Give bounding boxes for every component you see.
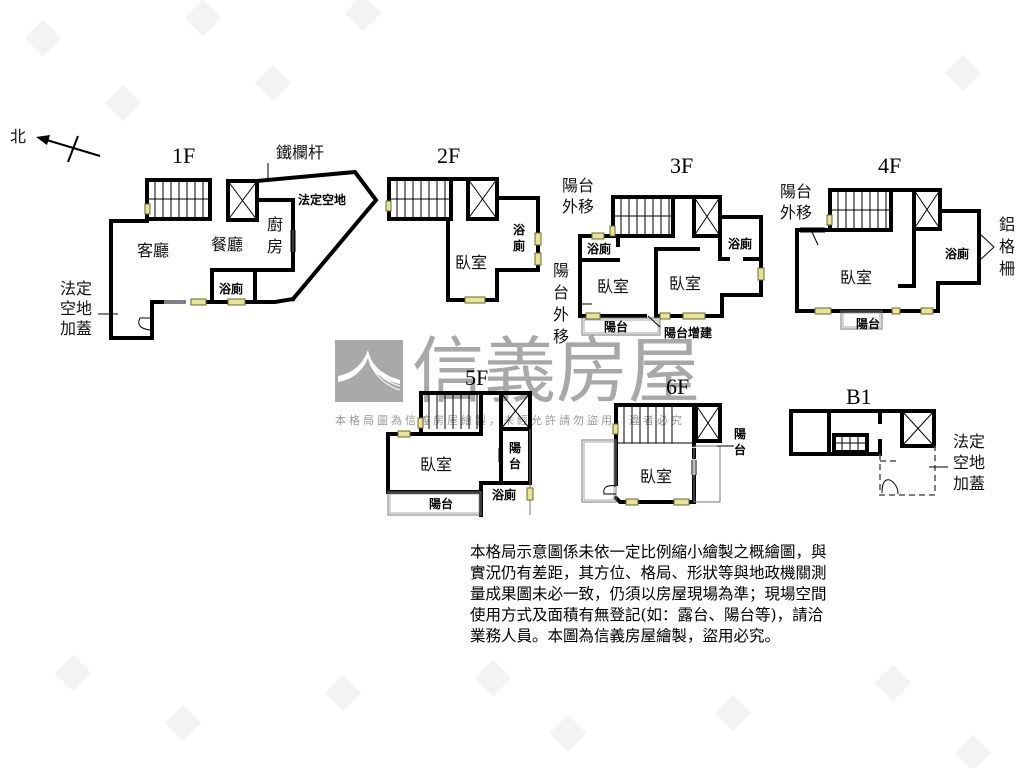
- floor-title-b1: B1: [846, 384, 872, 409]
- brand-watermark-text: 信義房屋: [412, 329, 700, 413]
- legal-space-label-1f: 法定空地: [298, 192, 346, 207]
- floor-title-3f: 3F: [670, 153, 693, 178]
- balcony-moved-side-3f-d: 移: [553, 327, 569, 346]
- floor-1f: 1F 客廳 餐廳 廚 房 浴廁 法定空地 鐵欄杆 法定 空地: [60, 143, 379, 340]
- room-balcony-bottom-5f: 陽台: [429, 496, 453, 511]
- room-dining-1f: 餐廳: [211, 235, 243, 254]
- room-bedroom-2f: 臥室: [455, 253, 487, 272]
- room-balcony-side-5f-a: 陽: [509, 441, 521, 455]
- extension-label-1f-a: 法定: [60, 279, 92, 298]
- floor-5f: 5F 臥室 陽 台 陽台 浴廁: [386, 365, 534, 517]
- room-balcony-4f: 陽台: [856, 316, 880, 331]
- aluminum-grille-label-4f-c: 柵: [999, 259, 1015, 278]
- room-bath-5f: 浴廁: [492, 487, 516, 502]
- balcony-moved-side-3f-b: 台: [553, 283, 569, 302]
- room-living-1f: 客廳: [137, 241, 169, 260]
- room-bath-2f-b: 廁: [513, 238, 525, 253]
- room-bath-3f-right: 浴廁: [728, 236, 752, 251]
- room-kitchen-1f-b: 房: [267, 237, 283, 256]
- extension-label-1f-c: 加蓋: [60, 319, 92, 338]
- extension-label-b1-a: 法定: [953, 432, 985, 451]
- room-balcony-3f: 陽台: [604, 319, 628, 334]
- balcony-moved-side-3f-c: 外: [553, 305, 569, 324]
- balcony-label-6f-b: 台: [734, 442, 746, 457]
- disclaimer-line: 實況仍有差距，其方位、格局、形狀等與地政機關測: [470, 564, 827, 582]
- disclaimer-line: 量成果圖未必一致，仍須以房屋現場為準；現場空間: [470, 585, 827, 603]
- floor-title-2f: 2F: [437, 143, 460, 168]
- floor-2f: 2F 臥室 浴 廁: [385, 143, 542, 304]
- floor-3f: 3F 浴廁 浴廁 臥室 臥室 陽台 陽台 外移 陽 台 外 移 陽台增建: [553, 153, 765, 346]
- disclaimer-text: 本格局示意圖係未依一定比例縮小繪製之概繪圖，與 實況仍有差距，其方位、格局、形狀…: [470, 542, 870, 647]
- floor-6f: 6F 臥室 陽 台: [581, 374, 746, 506]
- floor-title-1f: 1F: [172, 143, 195, 168]
- extension-label-1f-b: 空地: [60, 299, 92, 318]
- room-bath-4f: 浴廁: [945, 246, 969, 261]
- room-bedroom-3f-left: 臥室: [597, 277, 629, 296]
- background-watermark-pattern: [24, 0, 992, 768]
- aluminum-grille-label-4f-b: 格: [999, 237, 1015, 256]
- floor-4f: 4F 臥室 浴廁 陽台 陽台 外移 鋁 格 柵: [780, 153, 1015, 331]
- railing-label-1f: 鐵欄杆: [276, 143, 324, 162]
- room-bath-2f-a: 浴: [513, 222, 526, 237]
- balcony-moved-side-3f-a: 陽: [553, 261, 569, 280]
- room-balcony-side-5f-b: 台: [509, 456, 521, 471]
- sinyi-logo-icon: [335, 340, 403, 402]
- north-label: 北: [10, 127, 26, 146]
- aluminum-grille-label-4f-a: 鋁: [999, 215, 1015, 234]
- balcony-addition-label-3f: 陽台增建: [664, 325, 713, 340]
- balcony-moved-label-3f-b: 外移: [562, 197, 594, 216]
- disclaimer-line: 業務人員。本圖為信義房屋繪製，盜用必究。: [470, 627, 781, 645]
- floor-title-5f: 5F: [465, 365, 488, 390]
- room-bath-3f-left: 浴廁: [587, 241, 611, 256]
- floor-title-4f: 4F: [878, 153, 901, 178]
- balcony-label-6f-a: 陽: [734, 427, 746, 441]
- balcony-moved-label-3f-a: 陽台: [562, 176, 594, 195]
- disclaimer-line: 本格局示意圖係未依一定比例縮小繪製之概繪圖，與: [470, 543, 827, 561]
- floor-b1: B1 法定 空地 加蓋: [789, 384, 985, 496]
- room-bedroom-5f: 臥室: [420, 455, 452, 474]
- north-arrow-icon: 北: [10, 127, 101, 163]
- balcony-moved-label-4f-a: 陽台: [780, 182, 812, 201]
- disclaimer-line: 使用方式及面積有無登記(如：露台、陽台等)，請洽: [470, 606, 824, 624]
- room-bath-1f: 浴廁: [219, 281, 243, 296]
- extension-label-b1-b: 空地: [953, 453, 985, 472]
- room-bedroom-4f: 臥室: [840, 268, 872, 287]
- floor-title-6f: 6F: [666, 374, 689, 399]
- balcony-moved-label-4f-b: 外移: [780, 203, 812, 222]
- extension-label-b1-c: 加蓋: [953, 474, 985, 493]
- brand-watermark: 信義房屋 本格局圖為信義房屋繪製，未經允許請勿盜用，違者必究: [335, 329, 700, 427]
- room-bedroom-6f: 臥室: [640, 467, 672, 486]
- room-kitchen-1f-a: 廚: [267, 215, 283, 234]
- room-bedroom-3f-right: 臥室: [669, 274, 701, 293]
